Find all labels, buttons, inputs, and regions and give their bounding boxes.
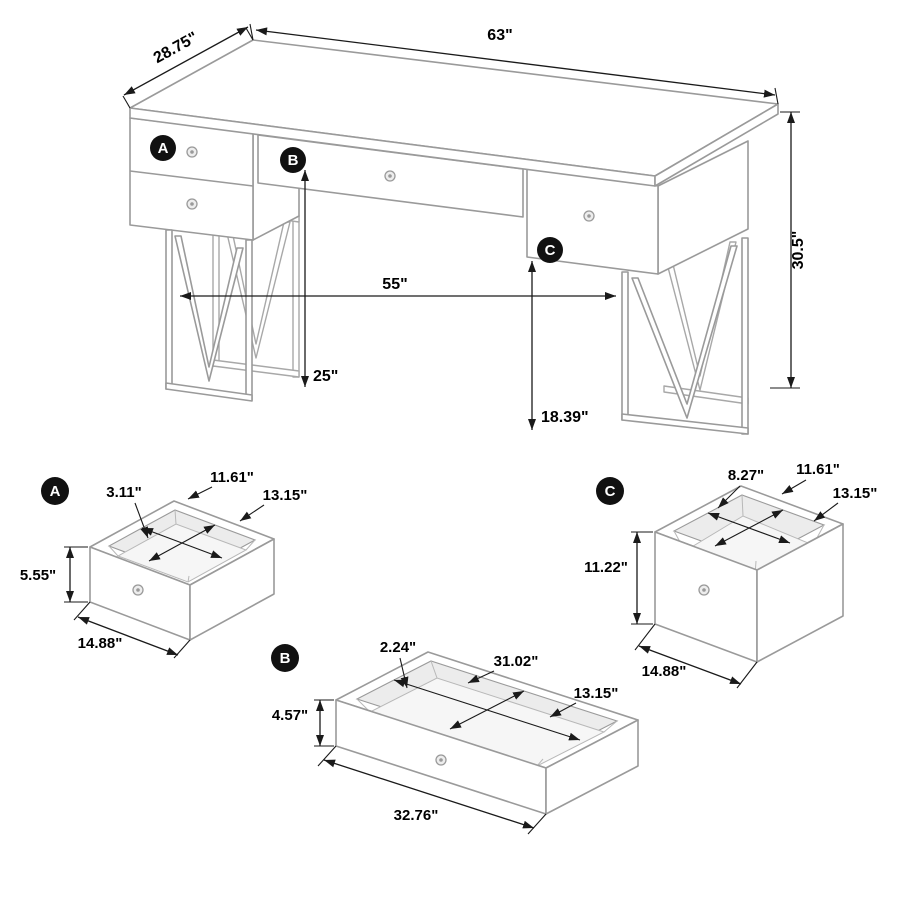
drawer-a-width-dim: 14.88" [78, 635, 123, 652]
drawer-b-width-dim: 32.76" [394, 807, 439, 824]
desk-leg-span-dim: 55" [382, 276, 407, 293]
left-pedestal-divider [129, 170, 254, 187]
badge-a-label: A [158, 140, 169, 157]
drawer-b-inner-width-dim: 31.02" [494, 653, 539, 670]
desk-depth-dim: 28.75" [151, 29, 201, 67]
badge-c-detail-icon [596, 477, 624, 505]
badge-b-detail-label: B [280, 650, 291, 667]
drawer-c-height-dim: 11.22" [584, 559, 628, 576]
drawer-a-height-dim: 5.55" [20, 567, 56, 584]
badge-c-detail-label: C [605, 483, 616, 500]
drawer-c-dimensions: 8.27" 11.61" 13.15" 11.22" 14.88" [584, 461, 878, 689]
desk-width-dim: 63" [487, 27, 512, 44]
desk-right-clearance-dim: 18.39" [541, 409, 589, 426]
drawer-a-inner-depth-dim: 13.15" [263, 487, 308, 504]
desk-front-left-leg [165, 229, 253, 402]
badge-a-detail-icon [41, 477, 69, 505]
badge-b-icon [280, 147, 306, 173]
desk-badges: A B C [150, 135, 563, 263]
drawer-c-front-inset-dim: 8.27" [728, 467, 764, 484]
drawer-b-height-dim: 4.57" [272, 707, 308, 724]
desk-height-dim: 30.5" [790, 231, 807, 270]
desk-view: 63" 28.75" 30.5" 55" 25" 18.39" A B C [122, 23, 807, 435]
badge-b-label: B [288, 152, 299, 169]
desktop-right-edge [654, 103, 779, 187]
badge-a-icon [150, 135, 176, 161]
badge-c-icon [537, 237, 563, 263]
drawer-b-front-inset-dim: 2.24" [380, 639, 416, 656]
badge-c-label: C [545, 242, 556, 259]
drawer-a-dimensions: 3.11" 11.61" 13.15" 5.55" 14.88" [20, 469, 308, 659]
drawer-c-inner-width-dim: 11.61" [796, 461, 840, 478]
badge-b-detail-icon [271, 644, 299, 672]
drawer-c-width-dim: 14.88" [642, 663, 687, 680]
drawer-c-side [756, 523, 844, 663]
badge-a-detail-label: A [50, 483, 61, 500]
drawer-b-detail-side [545, 719, 639, 815]
drawer-a-side [189, 538, 275, 641]
desk-center-clearance-dim: 25" [313, 368, 338, 385]
desk-front-right-leg [621, 237, 749, 435]
desk-drawer-knobs [186, 146, 595, 222]
drawer-a-view: 3.11" 11.61" 13.15" 5.55" 14.88" A [20, 469, 308, 659]
drawer-b-inner-depth-dim: 13.15" [574, 685, 619, 702]
drawer-a-front-inset-dim: 3.11" [106, 484, 141, 501]
drawer-a-inner-width-dim: 11.61" [210, 469, 254, 486]
drawer-b-view: 2.24" 31.02" 13.15" 4.57" 32.76" B [271, 639, 639, 835]
drawer-c-view: 8.27" 11.61" 13.15" 11.22" 14.88" C [584, 461, 878, 689]
drawer-c-inner-depth-dim: 13.15" [833, 485, 878, 502]
drawer-b-dimensions: 2.24" 31.02" 13.15" 4.57" 32.76" [272, 639, 619, 835]
desk-body [129, 39, 779, 275]
